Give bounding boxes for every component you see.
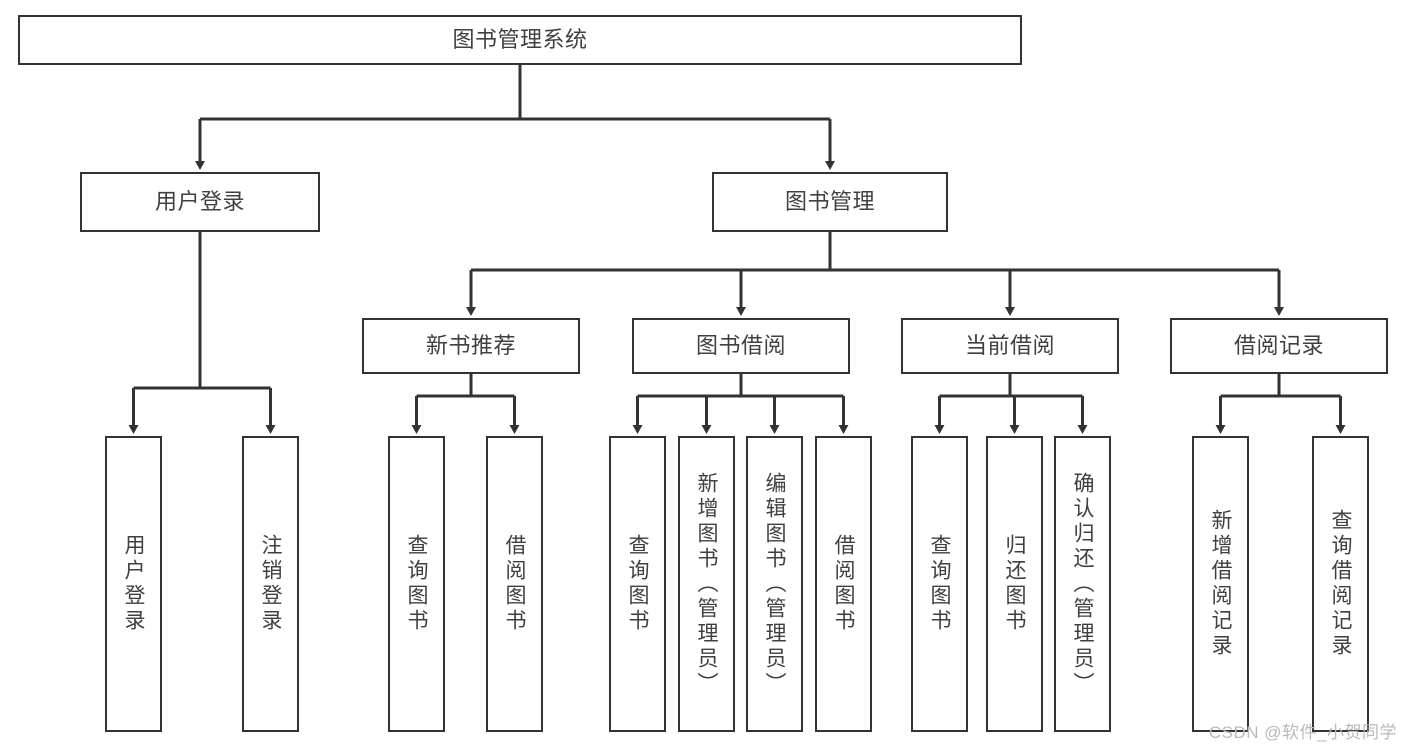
node-leaf7[interactable]: 编辑图书（管理员） [746, 436, 803, 732]
node-label: 查询借阅记录 [1329, 509, 1352, 659]
node-label: 注销登录 [259, 534, 282, 634]
node-label: 借阅记录 [1233, 333, 1324, 358]
node-records[interactable]: 借阅记录 [1170, 318, 1388, 374]
node-label: 当前借阅 [964, 333, 1055, 358]
node-root[interactable]: 图书管理系统 [18, 15, 1022, 65]
node-label: 确认归还（管理员） [1071, 471, 1094, 697]
node-label: 查询图书 [626, 534, 649, 634]
node-newbook[interactable]: 新书推荐 [362, 318, 580, 374]
node-label: 图书管理 [784, 189, 875, 214]
node-leaf3[interactable]: 查询图书 [388, 436, 445, 732]
node-leaf13[interactable]: 查询借阅记录 [1312, 436, 1369, 732]
node-leaf9[interactable]: 查询图书 [911, 436, 968, 732]
node-bookmgmt[interactable]: 图书管理 [712, 172, 948, 232]
node-leaf11[interactable]: 确认归还（管理员） [1054, 436, 1111, 732]
node-login[interactable]: 用户登录 [80, 172, 320, 232]
node-leaf12[interactable]: 新增借阅记录 [1192, 436, 1249, 732]
node-label: 新增图书（管理员） [695, 471, 718, 697]
node-leaf10[interactable]: 归还图书 [986, 436, 1043, 732]
watermark-text: CSDN @软件_小贺同学 [1208, 723, 1397, 742]
node-label: 用户登录 [154, 189, 245, 214]
node-leaf2[interactable]: 注销登录 [242, 436, 299, 732]
node-current[interactable]: 当前借阅 [901, 318, 1119, 374]
node-leaf1[interactable]: 用户登录 [105, 436, 162, 732]
node-leaf4[interactable]: 借阅图书 [486, 436, 543, 732]
node-leaf6[interactable]: 新增图书（管理员） [678, 436, 735, 732]
node-leaf8[interactable]: 借阅图书 [815, 436, 872, 732]
node-label: 查询图书 [928, 534, 951, 634]
node-label: 图书借阅 [695, 333, 786, 358]
node-label: 借阅图书 [832, 534, 855, 634]
node-label: 编辑图书（管理员） [763, 471, 786, 697]
node-label: 归还图书 [1003, 534, 1026, 634]
node-label: 图书管理系统 [452, 27, 588, 52]
node-leaf5[interactable]: 查询图书 [609, 436, 666, 732]
node-label: 新书推荐 [425, 333, 516, 358]
node-borrow[interactable]: 图书借阅 [632, 318, 850, 374]
node-label: 借阅图书 [503, 534, 526, 634]
node-label: 用户登录 [122, 534, 145, 634]
node-label: 新增借阅记录 [1209, 509, 1232, 659]
node-label: 查询图书 [405, 534, 428, 634]
